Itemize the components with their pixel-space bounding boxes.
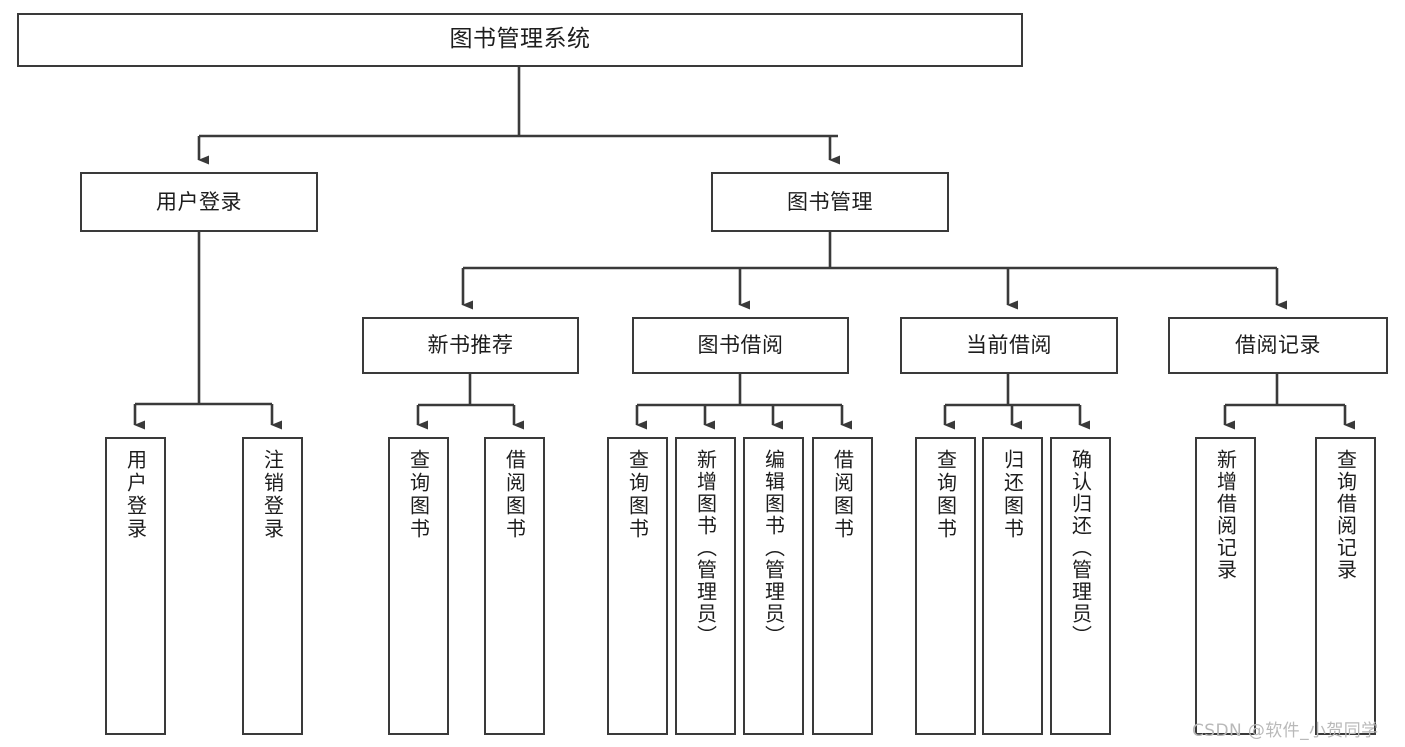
- node-label: 用户登录: [156, 189, 242, 214]
- leaf-query-book-recommend[interactable]: 查询图书: [388, 437, 449, 735]
- node-label: 查询图书: [406, 449, 431, 541]
- node-label: 查询借阅记录: [1333, 449, 1358, 581]
- node-label: 借阅图书: [830, 449, 855, 541]
- leaf-user-login[interactable]: 用户登录: [105, 437, 166, 735]
- node-user-login[interactable]: 用户登录: [80, 172, 318, 232]
- node-label: 归还图书: [1000, 449, 1025, 541]
- node-label: 查询图书: [625, 449, 650, 541]
- node-label: 查询图书: [933, 449, 958, 541]
- node-label: 图书借阅: [697, 333, 784, 358]
- node-label: 注销登录: [260, 449, 285, 541]
- leaf-query-book-borrow[interactable]: 查询图书: [607, 437, 668, 735]
- leaf-return-book[interactable]: 归还图书: [982, 437, 1043, 735]
- csdn-watermark: CSDN @软件_小贺同学: [1192, 721, 1379, 741]
- node-label: 新增借阅记录: [1213, 449, 1238, 581]
- leaf-borrow-book[interactable]: 借阅图书: [812, 437, 873, 735]
- node-label: 图书管理: [787, 189, 873, 214]
- node-label: 当前借阅: [966, 333, 1052, 358]
- node-book-management[interactable]: 图书管理: [711, 172, 949, 232]
- leaf-borrow-book-recommend[interactable]: 借阅图书: [484, 437, 545, 735]
- node-label: 用户登录: [123, 449, 148, 541]
- node-label: 新增图书（管理员）: [693, 449, 718, 647]
- node-label: 新书推荐: [427, 333, 514, 358]
- node-borrow-record[interactable]: 借阅记录: [1168, 317, 1388, 374]
- node-root-system[interactable]: 图书管理系统: [17, 13, 1023, 67]
- leaf-query-borrow-record[interactable]: 查询借阅记录: [1315, 437, 1376, 735]
- node-current-borrow[interactable]: 当前借阅: [900, 317, 1118, 374]
- node-book-borrow[interactable]: 图书借阅: [632, 317, 849, 374]
- node-label: 借阅记录: [1235, 333, 1321, 358]
- leaf-logout-login[interactable]: 注销登录: [242, 437, 303, 735]
- leaf-add-book-admin[interactable]: 新增图书（管理员）: [675, 437, 736, 735]
- node-label: 借阅图书: [502, 449, 527, 541]
- leaf-edit-book-admin[interactable]: 编辑图书（管理员）: [743, 437, 804, 735]
- leaf-add-borrow-record[interactable]: 新增借阅记录: [1195, 437, 1256, 735]
- node-new-book-recommend[interactable]: 新书推荐: [362, 317, 579, 374]
- node-label: 图书管理系统: [449, 26, 591, 53]
- leaf-confirm-return-admin[interactable]: 确认归还（管理员）: [1050, 437, 1111, 735]
- node-label: 编辑图书（管理员）: [761, 449, 786, 647]
- node-label: 确认归还（管理员）: [1068, 449, 1093, 647]
- leaf-query-book-current[interactable]: 查询图书: [915, 437, 976, 735]
